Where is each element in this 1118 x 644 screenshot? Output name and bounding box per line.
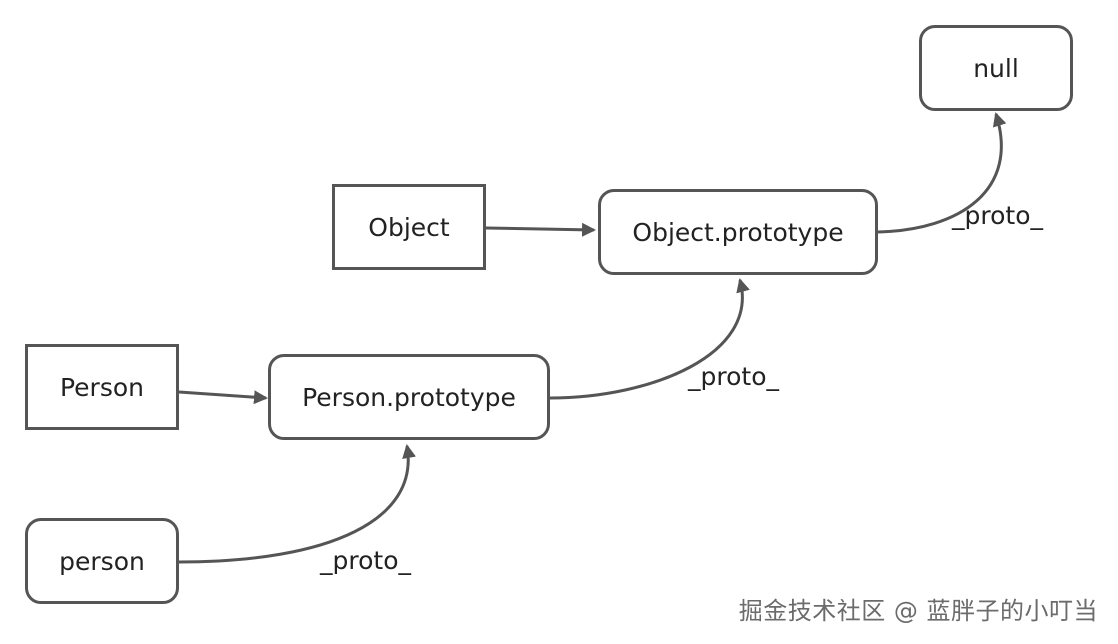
object-node-label: Object [368, 212, 450, 242]
proto-label-person-prototype: _proto_ [688, 362, 779, 391]
person-prototype-node: Person.prototype [268, 354, 550, 440]
person-constructor-node: Person [25, 344, 179, 430]
null-node: null [919, 25, 1073, 111]
object-node: Object [332, 184, 486, 270]
person-constructor-node-label: Person [59, 372, 144, 402]
object-prototype-node-label: Object.prototype [632, 217, 844, 247]
person-instance-node-label: person [59, 546, 145, 576]
proto-label-object-prototype: _proto_ [952, 201, 1043, 230]
edge-person-prototype-to-object-prototype [549, 278, 750, 400]
null-node-label: null [973, 53, 1019, 83]
proto-label-person-instance: _proto_ [320, 546, 411, 575]
edge-person-to-person-prototype [178, 390, 268, 405]
watermark: 掘金技术社区 @ 蓝胖子的小叮当 [738, 597, 1098, 625]
object-prototype-node: Object.prototype [598, 189, 878, 275]
edge-person-instance-to-person-prototype [178, 444, 416, 564]
person-prototype-node-label: Person.prototype [302, 382, 516, 412]
edge-object-prototype-to-null [877, 112, 1007, 234]
edge-object-to-object-prototype [485, 222, 596, 237]
person-instance-node: person [25, 518, 179, 604]
